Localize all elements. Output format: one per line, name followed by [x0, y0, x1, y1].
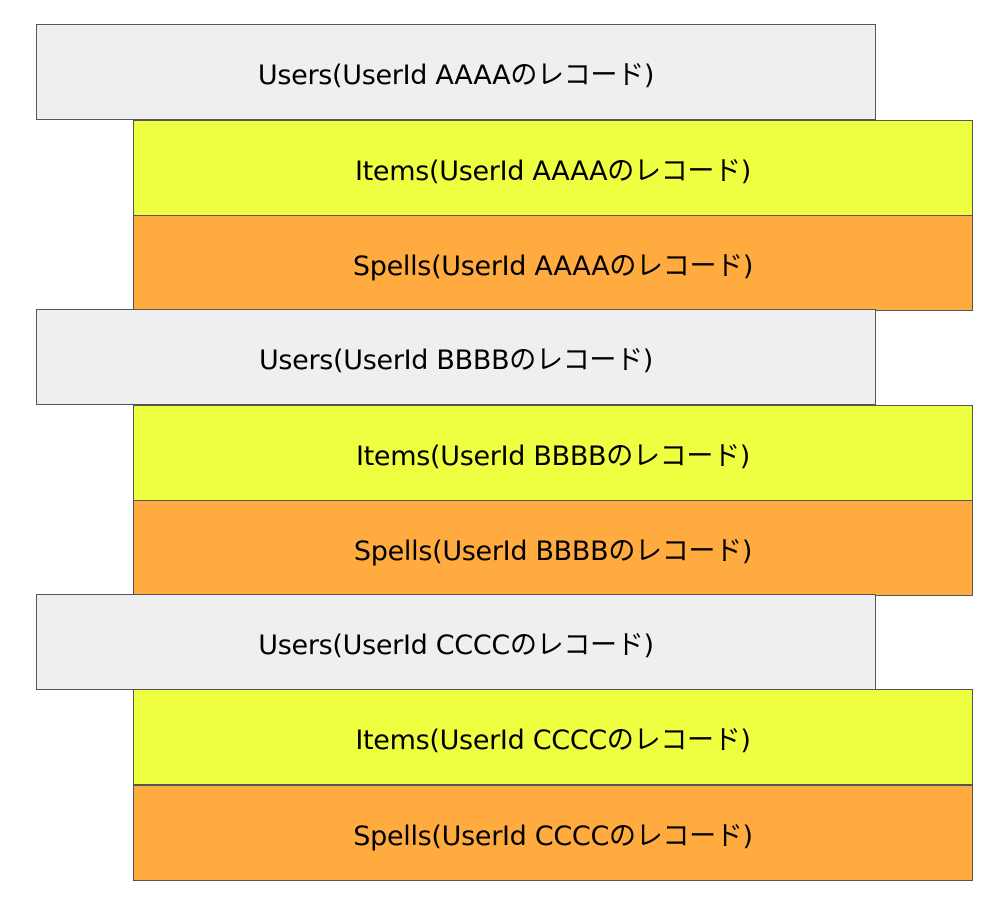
items-record-cccc: Items(UserId CCCCのレコード) — [133, 689, 973, 785]
users-record-bbbb: Users(UserId BBBBのレコード) — [36, 309, 876, 405]
items-record-aaaa: Items(UserId AAAAのレコード) — [133, 120, 973, 216]
spells-record-cccc: Spells(UserId CCCCのレコード) — [133, 785, 973, 881]
users-record-cccc: Users(UserId CCCCのレコード) — [36, 594, 876, 690]
users-record-aaaa: Users(UserId AAAAのレコード) — [36, 24, 876, 120]
spells-record-bbbb: Spells(UserId BBBBのレコード) — [133, 500, 973, 596]
items-record-bbbb: Items(UserId BBBBのレコード) — [133, 405, 973, 501]
spells-record-aaaa: Spells(UserId AAAAのレコード) — [133, 215, 973, 311]
